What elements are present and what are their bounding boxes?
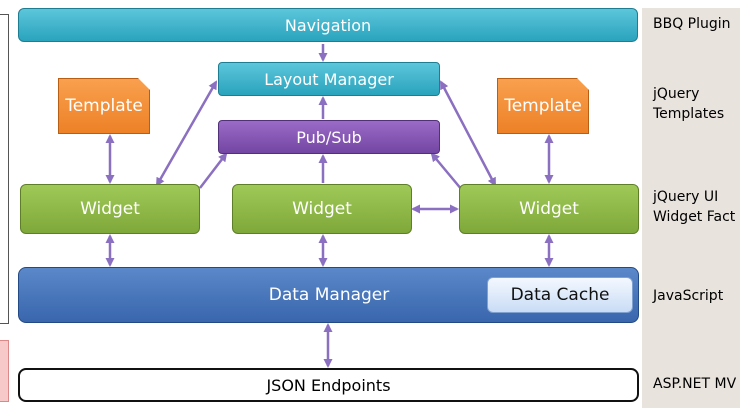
side-label-widget-factory: jQuery UI Widget Fact — [653, 189, 736, 225]
template-box-right: Template — [497, 78, 589, 134]
side-label-bbq: BBQ Plugin — [653, 16, 731, 32]
left-frame-edge — [0, 14, 9, 324]
widget-box-left: Widget — [20, 184, 200, 234]
arrow-widget3-pubsub — [430, 152, 463, 191]
json-endpoints-box: JSON Endpoints — [18, 368, 639, 402]
layout-manager-label: Layout Manager — [264, 69, 394, 89]
template-label: Template — [65, 96, 143, 116]
data-cache-box: Data Cache — [487, 277, 633, 313]
json-endpoints-label: JSON Endpoints — [266, 375, 391, 395]
pubsub-box: Pub/Sub — [218, 120, 440, 154]
arrow-layout-widget1 — [155, 80, 218, 187]
side-label-javascript: JavaScript — [653, 288, 724, 304]
data-cache-label: Data Cache — [510, 285, 610, 305]
widget-box-right: Widget — [459, 184, 639, 234]
widget-label: Widget — [519, 199, 579, 219]
technology-panel — [642, 8, 740, 408]
widget-label: Widget — [292, 199, 352, 219]
navigation-label: Navigation — [284, 15, 372, 35]
arrow-widget1-pubsub — [199, 152, 228, 189]
widget-box-center: Widget — [232, 184, 412, 234]
layout-manager-box: Layout Manager — [218, 62, 440, 96]
side-label-aspnet: ASP.NET MV — [653, 376, 737, 392]
template-box-left: Template — [58, 78, 150, 134]
pubsub-label: Pub/Sub — [296, 127, 362, 147]
left-pink-edge — [0, 340, 9, 402]
widget-label: Widget — [80, 199, 140, 219]
navigation-box: Navigation — [18, 8, 638, 42]
side-label-templates: jQuery Templates — [653, 86, 725, 122]
template-label: Template — [504, 96, 582, 116]
arrow-layout-widget3 — [439, 80, 497, 187]
data-manager-label: Data Manager — [268, 285, 390, 305]
